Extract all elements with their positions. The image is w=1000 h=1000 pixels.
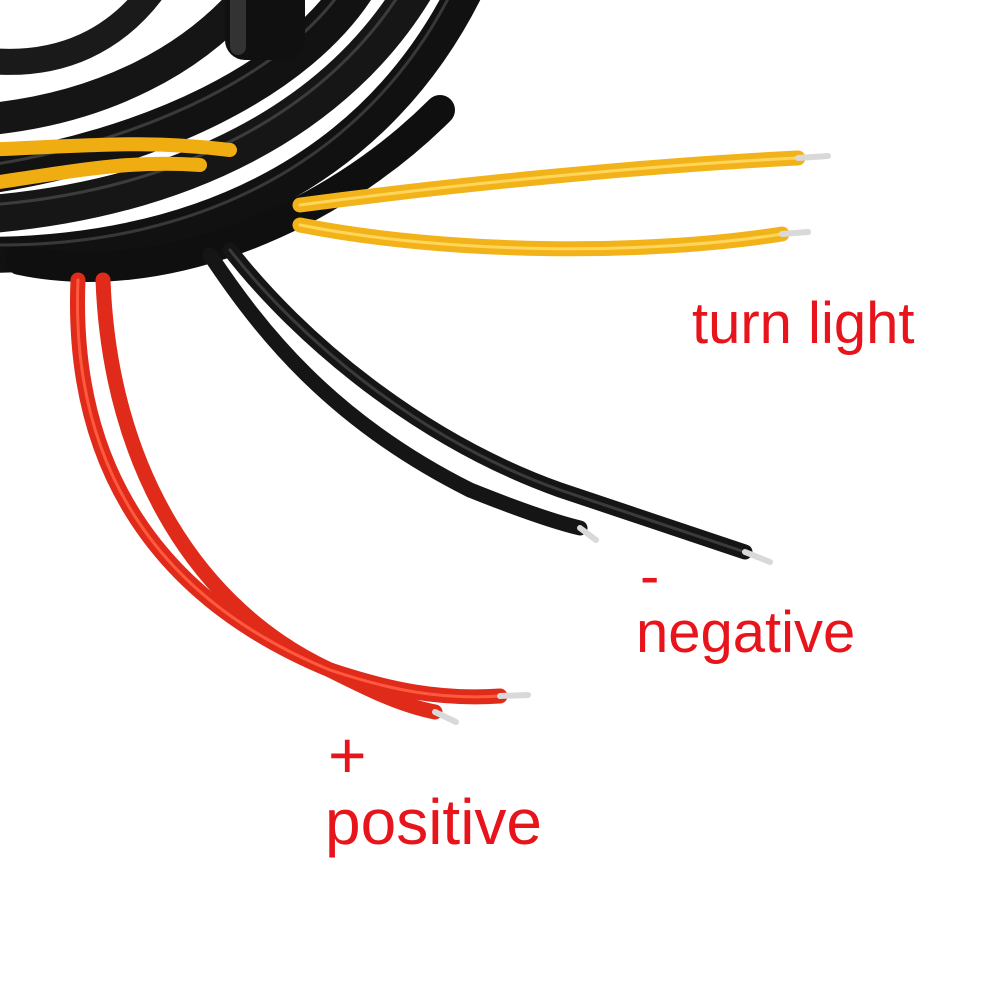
black-negative-wires (202, 242, 773, 565)
positive-sign-label: + (328, 718, 367, 792)
negative-sign-label: - (640, 544, 660, 609)
positive-label: positive (325, 786, 542, 858)
black-cable-bundle (0, 0, 481, 282)
yellow-turn-light-wires (0, 137, 831, 257)
turn-light-label: turn light (692, 291, 915, 356)
red-positive-wires (70, 272, 531, 725)
negative-label: negative (636, 600, 856, 665)
